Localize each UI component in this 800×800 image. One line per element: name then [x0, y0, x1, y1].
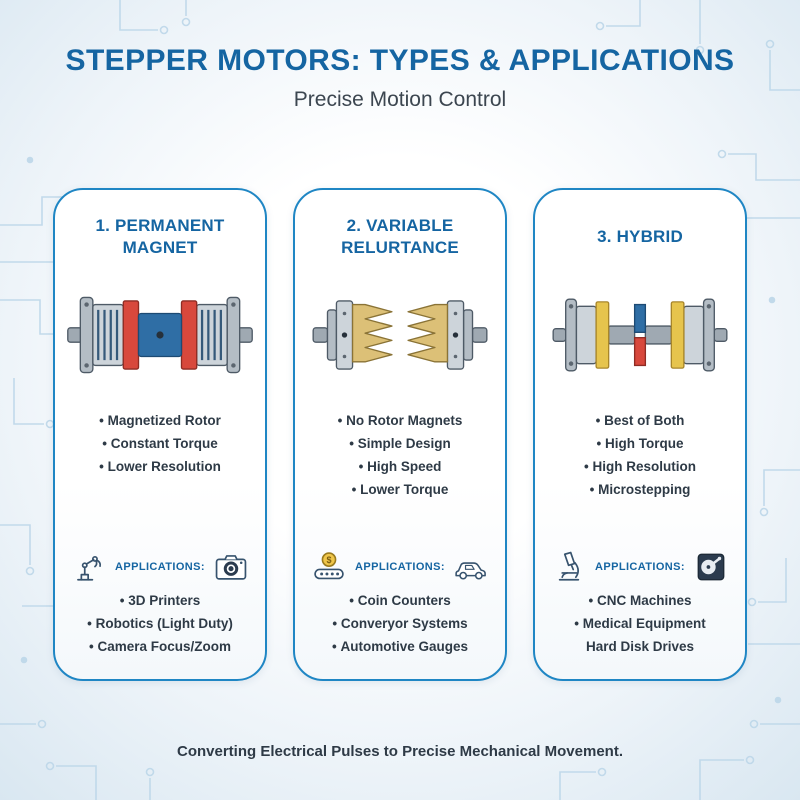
feature-item: Lower Torque: [338, 479, 463, 502]
cards-container: 1. PERMANENT MAGNET: [0, 188, 800, 681]
applications-header: $ APPLICATIONS:: [307, 550, 493, 584]
hybrid-motor-illustration: [546, 272, 734, 398]
card-permanent-magnet: 1. PERMANENT MAGNET: [53, 188, 267, 681]
application-list: 3D Printers Robotics (Light Duty) Camera…: [87, 590, 233, 659]
feature-item: High Torque: [584, 433, 696, 456]
card-hybrid: 3. HYBRID: [533, 188, 747, 681]
feature-item: High Speed: [338, 456, 463, 479]
dollar-symbol: $: [326, 555, 331, 565]
coin-counter-icon: $: [311, 550, 347, 584]
feature-item: No Rotor Magnets: [338, 410, 462, 433]
camera-icon: [213, 550, 249, 584]
feature-item: High Resolution: [584, 456, 696, 479]
application-item: Camera Focus/Zoom: [87, 636, 233, 659]
applications-header: APPLICATIONS:: [547, 550, 733, 584]
application-item: Robotics (Light Duty): [87, 613, 233, 636]
hard-disk-icon: [693, 550, 729, 584]
header: STEPPER MOTORS: TYPES & APPLICATIONS Pre…: [0, 0, 800, 112]
feature-item: Best of Both: [584, 410, 696, 433]
feature-list: No Rotor Magnets Simple Design High Spee…: [338, 410, 463, 502]
feature-item: Microstepping: [584, 479, 696, 502]
applications-label: APPLICATIONS:: [115, 561, 205, 574]
application-item: Coin Counters: [332, 590, 468, 613]
card-variable-reluctance: 2. VARIABLE RELURTANCE: [293, 188, 507, 681]
application-item: CNC Machines: [574, 590, 706, 613]
feature-item: Constant Torque: [99, 433, 221, 456]
application-item: Automotive Gauges: [332, 636, 468, 659]
applications-label: APPLICATIONS:: [595, 561, 685, 574]
application-list: Coin Counters Converyor Systems Automoti…: [332, 590, 468, 659]
feature-item: Simple Design: [338, 433, 463, 456]
card-title: 1. PERMANENT MAGNET: [95, 215, 225, 257]
car-icon: [453, 550, 489, 584]
feature-list: Best of Both High Torque High Resolution…: [584, 410, 696, 502]
footer: Converting Electrical Pulses to Precise …: [0, 743, 800, 760]
feature-list: Magnetized Rotor Constant Torque Lower R…: [99, 410, 221, 479]
card-title: 2. VARIABLE RELURTANCE: [341, 215, 459, 257]
variable-reluctance-motor-illustration: [306, 272, 494, 398]
page-title: STEPPER MOTORS: TYPES & APPLICATIONS: [65, 44, 735, 77]
application-list: CNC Machines Medical Equipment Hard Disk…: [574, 590, 706, 659]
application-item: Medical Equipment: [574, 613, 706, 636]
microscope-icon: [551, 550, 587, 584]
robot-arm-icon: [71, 550, 107, 584]
card-title: 3. HYBRID: [597, 226, 683, 246]
footer-text: Converting Electrical Pulses to Precise …: [177, 743, 623, 760]
application-item: Hard Disk Drives: [585, 639, 695, 655]
application-item: Converyor Systems: [332, 613, 468, 636]
feature-item: Lower Resolution: [99, 456, 221, 479]
permanent-magnet-motor-illustration: [66, 272, 254, 398]
applications-label: APPLICATIONS:: [355, 561, 445, 574]
page-subtitle: Precise Motion Control: [293, 88, 507, 111]
application-item: 3D Printers: [87, 590, 233, 613]
applications-header: APPLICATIONS:: [67, 550, 253, 584]
feature-item: Magnetized Rotor: [99, 410, 221, 433]
